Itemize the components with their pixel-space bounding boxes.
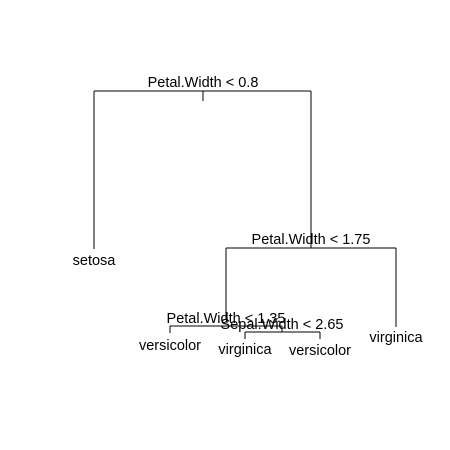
- split-label-root: Petal.Width < 0.8: [148, 75, 259, 91]
- split-root: Petal.Width < 0.8: [93, 75, 312, 249]
- split-right-left: Petal.Width < 1.35: [167, 311, 286, 333]
- leaf-label-versicolor-b: versicolor: [289, 343, 351, 359]
- split-label-right: Petal.Width < 1.75: [252, 232, 371, 248]
- split-right-left-right: Sepal.Width < 2.65: [221, 317, 344, 339]
- leaf-label-versicolor-a: versicolor: [139, 338, 201, 354]
- leaf-label-setosa: setosa: [73, 253, 117, 269]
- leaf-label-virginica-a: virginica: [218, 342, 272, 358]
- leaf-label-virginica-b: virginica: [369, 330, 423, 346]
- split-label-right-left-right: Sepal.Width < 2.65: [221, 317, 344, 333]
- split-right: Petal.Width < 1.75: [225, 232, 397, 327]
- split-label-right-left: Petal.Width < 1.35: [167, 311, 286, 327]
